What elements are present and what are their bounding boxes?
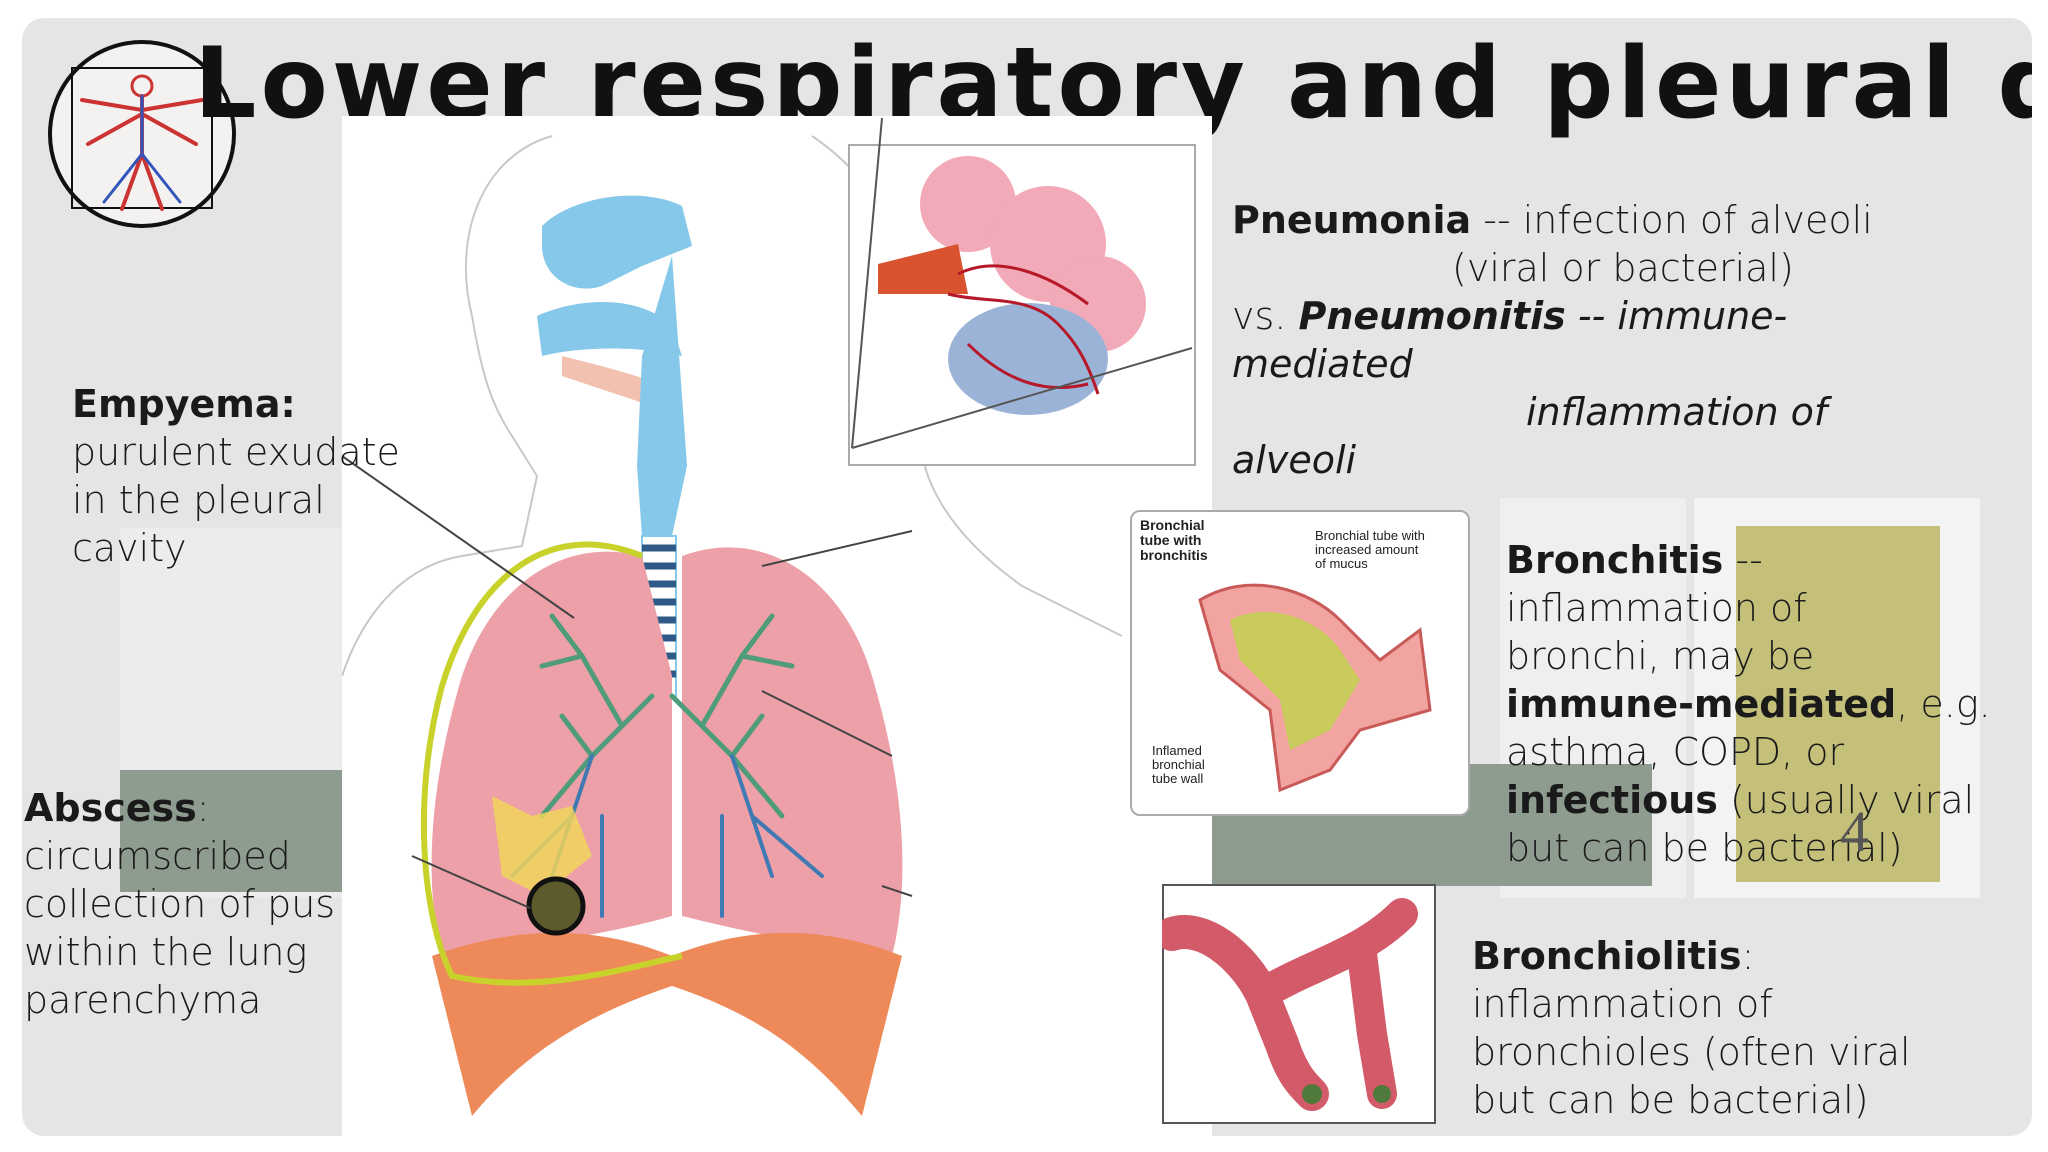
empyema-term: Empyema: <box>72 382 296 426</box>
bronchitis-infectious: infectious <box>1506 778 1718 822</box>
pneumonitis-definition-4: alveoli <box>1232 438 1357 482</box>
bronchitis-line-6: but can be bacterial) <box>1506 826 1903 870</box>
abscess-colon: : <box>196 786 210 830</box>
abscess-line-1: circumscribed <box>24 834 291 878</box>
bronchitis-line-2: bronchi, may be <box>1506 634 1815 678</box>
abscess-marker <box>526 876 586 936</box>
pneumonitis-definition-2: mediated <box>1232 342 1413 386</box>
vitruvian-man-logo <box>48 40 236 228</box>
pneumonitis-definition-3: inflammation of <box>1526 390 1828 434</box>
pneumonia-term: Pneumonia <box>1232 198 1472 242</box>
background-panel-left-band <box>120 770 370 892</box>
empyema-line-2: in the pleural <box>72 478 325 522</box>
empyema-line-1: purulent exudate <box>72 430 400 474</box>
respiratory-system-illustration <box>342 135 1123 1116</box>
bronchitis-usually-viral: (usually viral <box>1717 778 1975 822</box>
empyema-text: Empyema: purulent exudate in the pleural… <box>72 380 400 572</box>
pneumonitis-term: Pneumonitis <box>1298 294 1566 338</box>
abscess-term: Abscess <box>24 786 197 830</box>
bronchiolitis-illustration <box>1162 898 1418 1111</box>
bronchiolitis-colon: : <box>1741 934 1755 978</box>
abscess-line-3: within the lung <box>24 930 308 974</box>
page-number: 4 <box>1840 799 1869 864</box>
callout-line-alveoli <box>851 118 1193 449</box>
empyema-line-3: cavity <box>72 526 187 570</box>
background-panel-olive <box>1736 526 1940 882</box>
abscess-text: Abscess: circumscribed collection of pus… <box>24 784 335 1024</box>
right-lung <box>431 551 672 956</box>
slide: Lower respiratory and pleural disease <box>22 18 2032 1136</box>
abscess-line-4: parenchyma <box>24 978 262 1022</box>
alveoli-illustration <box>878 156 1146 415</box>
pneumonia-definition: -- infection of alveoli <box>1483 198 1873 242</box>
abscess-line-2: collection of pus <box>24 882 336 926</box>
bronchitis-line-4: asthma, COPD, or <box>1506 730 1845 774</box>
bronchiolitis-term: Bronchiolitis <box>1472 934 1742 978</box>
bronchitis-term: Bronchitis <box>1506 538 1724 582</box>
pneumonitis-definition-1: -- immune- <box>1577 294 1788 338</box>
bronchiolitis-line-3: but can be bacterial) <box>1472 1078 1869 1122</box>
bronchitis-line-1: inflammation of <box>1506 586 1807 630</box>
bronchitis-dash: -- <box>1735 538 1763 582</box>
bronchiolitis-line-1: inflammation of <box>1472 982 1773 1026</box>
pneumonia-cause: (viral or bacterial) <box>1452 246 1794 290</box>
left-lung <box>682 547 903 956</box>
bronchiolitis-text: Bronchiolitis: inflammation of bronchiol… <box>1472 932 1911 1124</box>
bronchitis-eg: , e.g. <box>1896 682 1991 726</box>
pneumonia-text: Pneumonia -- infection of alveoli (viral… <box>1232 196 1873 484</box>
pleura-outline <box>420 541 683 986</box>
bronchiolitis-line-2: bronchioles (often viral <box>1472 1030 1911 1074</box>
bronchitis-text: Bronchitis -- inflammation of bronchi, m… <box>1506 536 1991 872</box>
vs-label: vs. <box>1232 294 1287 338</box>
bronchitis-immune-mediated: immune-mediated <box>1506 682 1897 726</box>
